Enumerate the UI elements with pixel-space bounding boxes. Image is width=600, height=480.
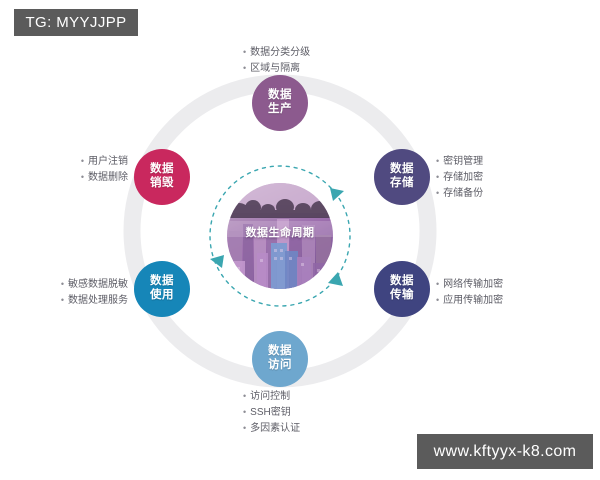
bullets-data-destruction: 用户注销 数据删除 <box>8 154 128 186</box>
node-data-transmission[interactable]: 数据 传输 <box>374 261 430 317</box>
bullets-data-access: 访问控制 SSH密钥 多因素认证 <box>243 389 300 436</box>
bullet-item: 网络传输加密 <box>436 277 503 293</box>
node-data-access-line1: 数据 <box>268 345 292 358</box>
bullet-item: 数据删除 <box>8 170 128 186</box>
cycle-arrow-top-right <box>330 188 344 201</box>
bullet-item: 多因素认证 <box>243 421 300 437</box>
node-data-production-line2: 生产 <box>268 103 292 115</box>
bullets-data-transmission: 网络传输加密 应用传输加密 <box>436 277 503 309</box>
center-hub <box>227 183 333 289</box>
bullets-data-production: 数据分类分级 区域与隔离 <box>243 45 310 77</box>
node-data-production-line1: 数据 <box>268 89 292 102</box>
node-data-destruction-line2: 销毁 <box>150 177 174 189</box>
node-data-use[interactable]: 数据 使用 <box>134 261 190 317</box>
bullet-item: 区域与隔离 <box>243 61 310 77</box>
bullet-item: 数据处理服务 <box>8 293 128 309</box>
cycle-arrow-left <box>210 255 224 268</box>
node-data-storage-line1: 数据 <box>390 163 414 176</box>
bullet-item: 存储加密 <box>436 170 483 186</box>
bullet-item: 密钥管理 <box>436 154 483 170</box>
dashed-cycle-circle <box>209 165 351 307</box>
node-data-storage-line2: 存储 <box>390 177 414 189</box>
watermark-top-tag: TG: MYYJJPP <box>14 9 138 36</box>
node-data-production[interactable]: 数据 生产 <box>252 75 308 131</box>
node-data-access-line2: 访问 <box>268 359 292 371</box>
bullet-item: 存储备份 <box>436 186 483 202</box>
node-data-transmission-line1: 数据 <box>390 275 414 288</box>
city-skyline-photo <box>227 183 333 289</box>
bullet-item: 用户注销 <box>8 154 128 170</box>
bullet-item: 敏感数据脱敏 <box>8 277 128 293</box>
bullet-item: 数据分类分级 <box>243 45 310 61</box>
bullets-data-storage: 密钥管理 存储加密 存储备份 <box>436 154 483 201</box>
node-data-storage[interactable]: 数据 存储 <box>374 149 430 205</box>
node-data-transmission-line2: 传输 <box>390 289 414 301</box>
node-data-destruction[interactable]: 数据 销毁 <box>134 149 190 205</box>
watermark-bottom-url: www.kftyyx-k8.com <box>417 434 593 469</box>
node-data-destruction-line1: 数据 <box>150 163 174 176</box>
center-hub-label: 数据生命周期 <box>245 227 315 239</box>
bullet-item: 应用传输加密 <box>436 293 503 309</box>
bullet-item: SSH密钥 <box>243 405 300 421</box>
node-data-use-line1: 数据 <box>150 275 174 288</box>
bullets-data-use: 敏感数据脱敏 数据处理服务 <box>8 277 128 309</box>
node-data-access[interactable]: 数据 访问 <box>252 331 308 387</box>
bullet-item: 访问控制 <box>243 389 300 405</box>
node-data-use-line2: 使用 <box>150 289 174 301</box>
